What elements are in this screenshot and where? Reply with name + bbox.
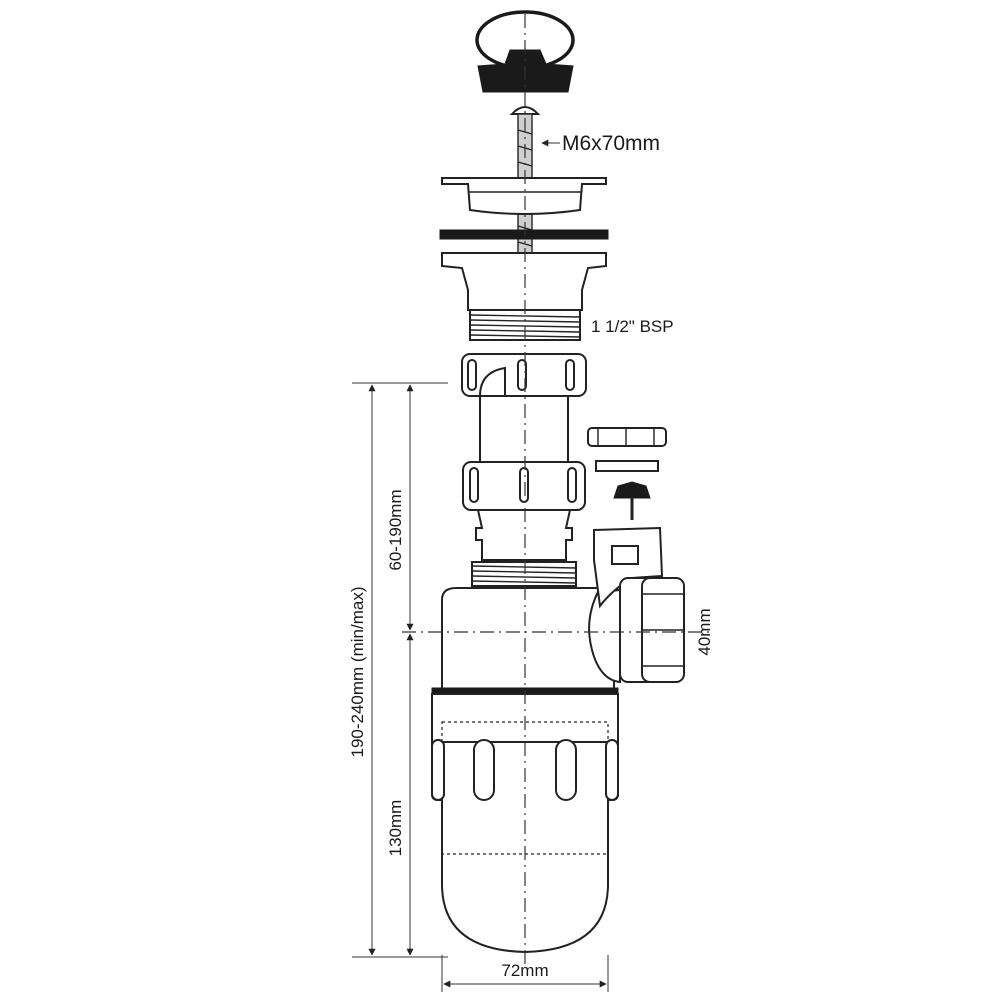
side-outlet bbox=[593, 526, 685, 683]
width-label: 72mm bbox=[501, 961, 548, 980]
outlet-washer bbox=[595, 460, 659, 472]
outlet-nut-exploded bbox=[587, 427, 667, 447]
outlet-size-label: 40mm bbox=[695, 608, 714, 655]
bottle-height-label: 130mm bbox=[386, 800, 405, 857]
total-height-label: 190-240mm (min/max) bbox=[348, 587, 367, 758]
sealing-washer bbox=[439, 229, 609, 240]
trap-body bbox=[441, 587, 621, 691]
threaded-dip-tube bbox=[471, 509, 577, 587]
strainer-grate bbox=[441, 177, 607, 215]
waste-body bbox=[441, 252, 607, 341]
check-valve bbox=[613, 481, 651, 520]
dimension-lines bbox=[352, 139, 609, 992]
upper-nut bbox=[461, 353, 587, 397]
thread-size-label: 1 1/2" BSP bbox=[591, 317, 674, 336]
tail-pipe bbox=[479, 395, 569, 463]
adjust-height-label: 60-190mm bbox=[386, 489, 405, 570]
screw-size-label: M6x70mm bbox=[562, 132, 660, 155]
middle-nut bbox=[462, 461, 586, 511]
